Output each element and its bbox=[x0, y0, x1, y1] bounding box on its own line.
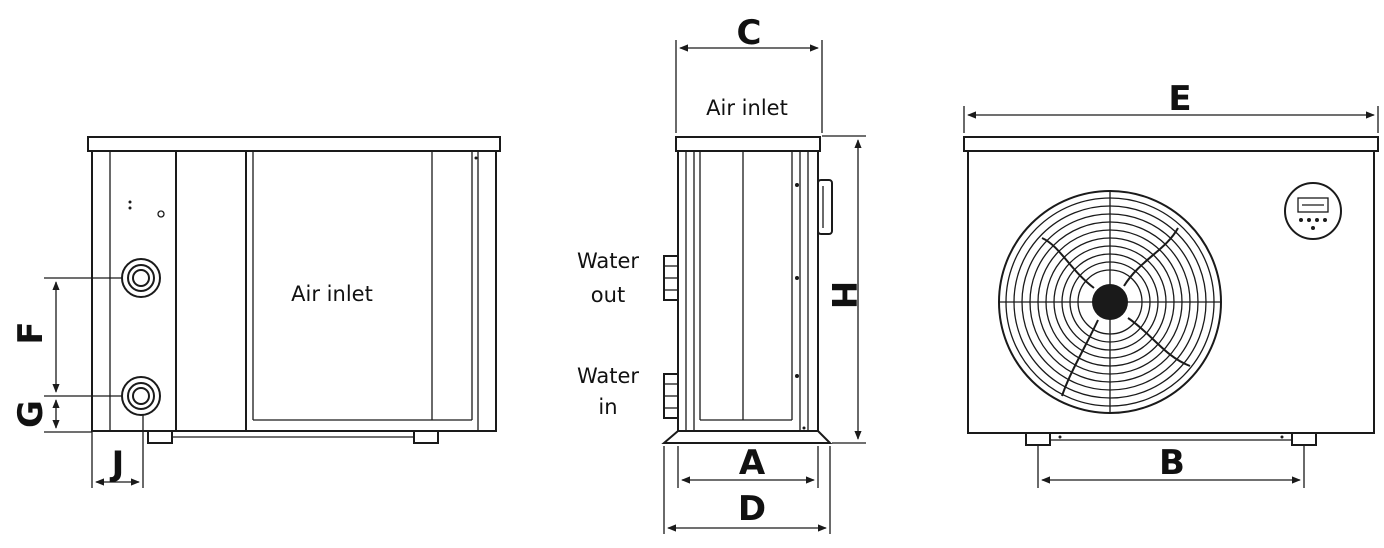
front-foot-1 bbox=[1025, 432, 1051, 446]
side-air-inlet-label: Air inlet bbox=[706, 96, 788, 120]
dim-a-label: A bbox=[739, 443, 766, 483]
left-top-lid bbox=[87, 136, 501, 152]
side-body bbox=[677, 150, 819, 432]
dim-j-label: J bbox=[110, 444, 125, 484]
control-panel bbox=[1284, 182, 1342, 240]
side-view: Air inlet Water out Water in C H A D bbox=[577, 13, 866, 534]
dim-d-label: D bbox=[738, 489, 766, 529]
side-water-in-connector bbox=[663, 373, 679, 419]
left-foot-1 bbox=[147, 430, 173, 444]
dim-c-label: C bbox=[737, 13, 762, 53]
side-base bbox=[661, 430, 833, 444]
dim-b-label: B bbox=[1159, 443, 1185, 483]
left-view: Air inlet F G J bbox=[11, 136, 501, 488]
left-air-inlet-label: Air inlet bbox=[291, 282, 373, 306]
side-water-out-connector bbox=[663, 255, 679, 301]
water-out-label-line1: Water bbox=[577, 249, 639, 273]
water-in-label-line2: in bbox=[598, 395, 617, 419]
control-display bbox=[1297, 197, 1329, 213]
front-top-lid bbox=[963, 136, 1379, 152]
water-out-label-line2: out bbox=[591, 283, 625, 307]
fan-hub bbox=[1092, 284, 1128, 320]
front-view: E B bbox=[963, 79, 1379, 488]
dim-h-label: H bbox=[823, 281, 863, 309]
dim-g-label: G bbox=[11, 400, 51, 428]
left-foot-2 bbox=[413, 430, 439, 444]
front-foot-2 bbox=[1291, 432, 1317, 446]
water-out-connector bbox=[121, 258, 161, 298]
side-handle bbox=[817, 179, 833, 235]
fan-grille bbox=[998, 190, 1222, 414]
front-body bbox=[967, 150, 1375, 434]
water-in-label-line1: Water bbox=[577, 364, 639, 388]
dim-e-label: E bbox=[1168, 79, 1191, 119]
dim-f-label: F bbox=[11, 321, 51, 344]
side-top-lid bbox=[675, 136, 821, 152]
water-in-connector bbox=[121, 376, 161, 416]
